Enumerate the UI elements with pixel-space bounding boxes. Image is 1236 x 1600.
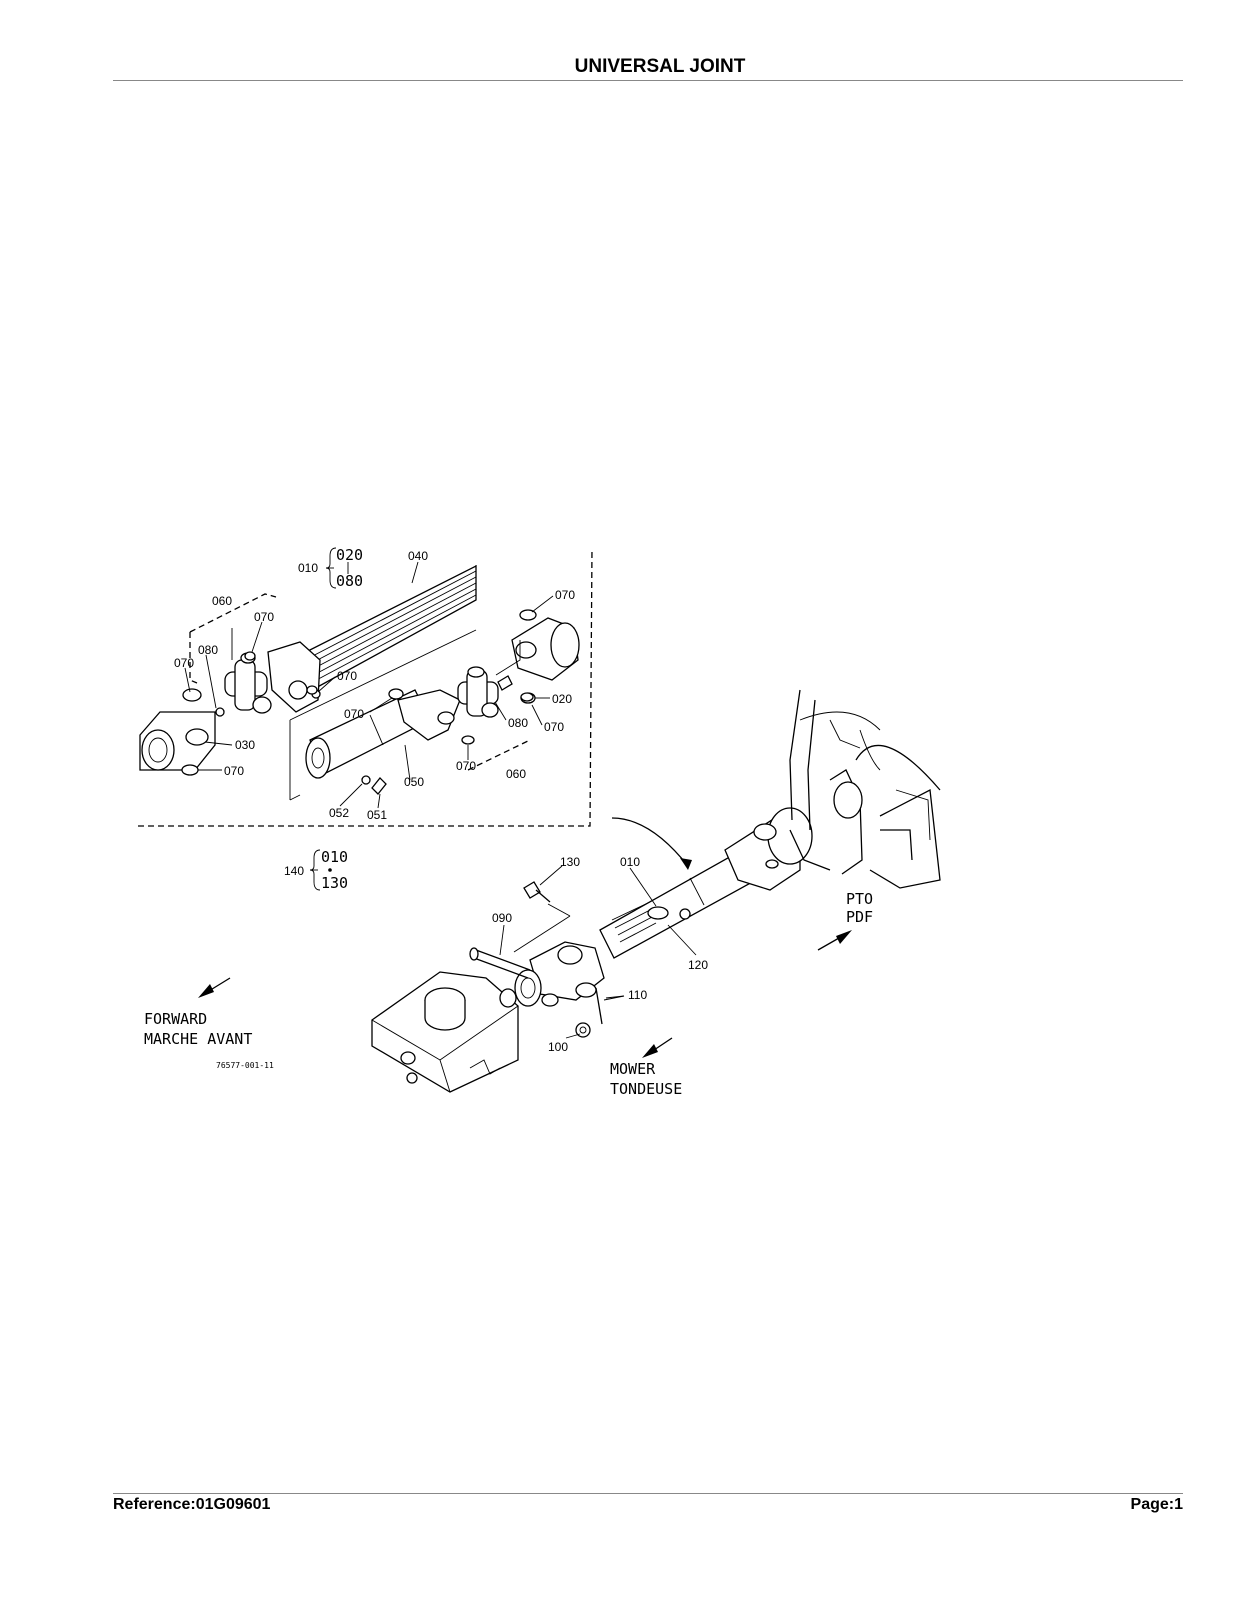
callout-052: 052	[329, 806, 349, 820]
callout-020-right: 020	[552, 692, 572, 706]
reference-curve-arrow	[611, 817, 689, 867]
callout-051: 051	[367, 808, 387, 822]
callout-070-right: 070	[544, 720, 564, 734]
splined-shaft-040	[267, 564, 477, 713]
shaft-frame-top	[289, 629, 477, 721]
bolt-130	[513, 881, 571, 953]
page-title: UNIVERSAL JOINT	[574, 56, 746, 77]
group-bracket-060-right	[467, 739, 531, 771]
callout-110: 110	[628, 988, 647, 1002]
callout-130: 130	[560, 855, 580, 869]
callout-010-assembled: 010	[620, 855, 640, 869]
group-bracket-060-left	[189, 632, 198, 684]
callout-050: 050	[404, 775, 424, 789]
mower-gearbox	[371, 971, 519, 1093]
label-drawing-number: 76577-001-11	[216, 1061, 274, 1070]
assembled-shaft-010	[599, 807, 813, 959]
tractor-body	[789, 689, 941, 889]
callout-010-exploded: 010	[298, 561, 318, 575]
pin-090	[469, 947, 531, 979]
callout-080-left: 080	[198, 643, 218, 657]
callout-090: 090	[492, 911, 512, 925]
yoke-030	[139, 688, 216, 776]
snap-ring-shaft	[306, 685, 318, 695]
cross-bearing-right	[457, 666, 513, 745]
callout-010-group140: 010	[321, 848, 348, 866]
callout-140: 140	[284, 864, 304, 878]
label-pto: PTO	[846, 890, 873, 908]
snap-ring-yoke	[520, 692, 534, 702]
callout-030: 030	[235, 738, 255, 752]
callout-070-top-right: 070	[555, 588, 575, 602]
footer-reference: Reference:01G09601	[113, 1496, 271, 1513]
callout-060-left: 060	[212, 594, 232, 608]
callout-070-mid: 070	[344, 707, 364, 721]
callout-020-group: 020	[336, 546, 363, 564]
callout-070-left: 070	[174, 656, 194, 670]
snap-ring-left	[244, 651, 256, 661]
label-pdf: PDF	[846, 908, 873, 926]
callout-080-right: 080	[508, 716, 528, 730]
callout-040: 040	[408, 549, 428, 563]
brace-010	[325, 547, 337, 589]
callout-130-group140: 130	[321, 874, 348, 892]
footer-rule	[113, 1493, 1183, 1494]
label-tondeuse: TONDEUSE	[610, 1080, 682, 1098]
callout-070-bottom-mid: 070	[456, 759, 476, 773]
pto-arrow	[817, 930, 852, 951]
brace-140-dot	[328, 868, 332, 872]
shaft-frame-bottom	[289, 794, 301, 801]
label-marche-avant: MARCHE AVANT	[144, 1030, 252, 1048]
callout-070-top-left: 070	[254, 610, 274, 624]
assembled-front-yoke	[514, 941, 625, 1038]
callout-100: 100	[548, 1040, 568, 1054]
callout-070-bottom-left: 070	[224, 764, 244, 778]
group-bracket-060-top	[189, 593, 277, 633]
snap-ring-mid	[388, 688, 404, 700]
label-mower: MOWER	[610, 1060, 656, 1078]
forward-arrow	[198, 977, 231, 998]
tube-050	[305, 689, 461, 795]
callout-060-right: 060	[506, 767, 526, 781]
cross-bearing-left	[215, 628, 272, 717]
callout-120: 120	[688, 958, 708, 972]
brace-140	[309, 849, 321, 891]
label-forward: FORWARD	[144, 1010, 207, 1028]
reference-arrowhead	[680, 858, 692, 870]
footer-page-number: Page:1	[1130, 1496, 1183, 1513]
leader-lines	[184, 561, 697, 1039]
exploded-view-frame	[138, 547, 593, 827]
header-rule	[113, 80, 1183, 81]
yoke-020	[495, 609, 580, 704]
callout-080-group: 080	[336, 572, 363, 590]
mower-arrow	[642, 1037, 673, 1058]
callout-070-shaft: 070	[337, 669, 357, 683]
